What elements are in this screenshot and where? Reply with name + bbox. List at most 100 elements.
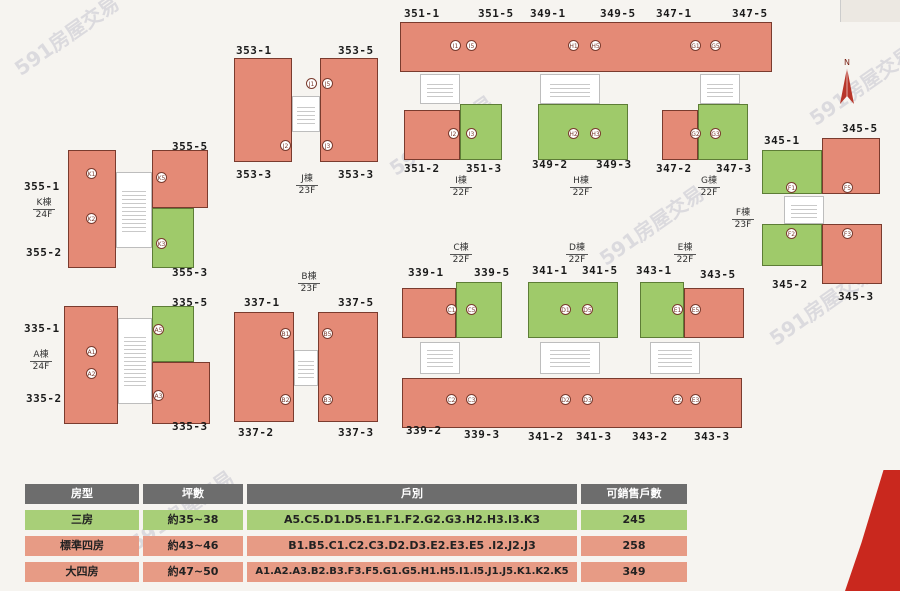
- unit-label: 349-3: [596, 158, 632, 171]
- unit-mark: B2: [280, 394, 291, 405]
- unit-label: 351-5: [478, 7, 514, 20]
- unit-mark: C5: [466, 304, 477, 315]
- unit-mark: E2: [672, 394, 683, 405]
- unit-label: 355-1: [24, 180, 60, 193]
- unit-mark: C2: [446, 394, 457, 405]
- unit-label: 335-2: [26, 392, 62, 405]
- unit-label: 355-3: [172, 266, 208, 279]
- table-row: 大四房 約47~50 A1.A2.A3.B2.B3.F3.F5.G1.G5.H1…: [25, 562, 687, 582]
- unit-mark: K1: [86, 168, 97, 179]
- unit-label: 343-3: [694, 430, 730, 443]
- unit-mark: F3: [842, 228, 853, 239]
- unit-mark: F2: [786, 228, 797, 239]
- unit-mark: J3: [322, 140, 333, 151]
- unit-mark: K2: [86, 213, 97, 224]
- unit-label: 341-3: [576, 430, 612, 443]
- table-row: 標準四房 約43~46 B1.B5.C1.C2.C3.D2.D3.E2.E3.E…: [25, 536, 687, 556]
- unit-mark: G2: [690, 128, 701, 139]
- unit-mark: B1: [280, 328, 291, 339]
- unit-mark: J5: [322, 78, 333, 89]
- unit-mark: J2: [280, 140, 291, 151]
- unit-label: 335-1: [24, 322, 60, 335]
- sellable-count: 349: [581, 562, 687, 582]
- unit-label: 343-2: [632, 430, 668, 443]
- unit-mark: H1: [568, 40, 579, 51]
- size: 約43~46: [143, 536, 243, 556]
- unit-label: 339-2: [406, 424, 442, 437]
- unit-label: 355-5: [172, 140, 208, 153]
- size: 約35~38: [143, 510, 243, 530]
- unit-label: 341-5: [582, 264, 618, 277]
- unit-label: 347-2: [656, 162, 692, 175]
- unit-label: 353-5: [338, 44, 374, 57]
- unit-mark: C1: [446, 304, 457, 315]
- unit-label: 339-5: [474, 266, 510, 279]
- unit-label: 351-3: [466, 162, 502, 175]
- unit-mark: E3: [690, 394, 701, 405]
- unit-mark: F5: [842, 182, 853, 193]
- unit-label: 335-5: [172, 296, 208, 309]
- red-corner-graphic: [845, 470, 900, 591]
- unit-label: 347-3: [716, 162, 752, 175]
- unit-mark: D2: [560, 394, 571, 405]
- room-type: 大四房: [25, 562, 139, 582]
- unit-mark: K5: [156, 172, 167, 183]
- unit-mark: E1: [672, 304, 683, 315]
- unit-label: 355-2: [26, 246, 62, 259]
- unit-label: 337-1: [244, 296, 280, 309]
- unit-mark: I1: [450, 40, 461, 51]
- watermark: 591房屋交易: [9, 0, 124, 81]
- unit-label: 335-3: [172, 420, 208, 433]
- table-row: 三房 約35~38 A5.C5.D1.D5.E1.F1.F2.G2.G3.H2.…: [25, 510, 687, 530]
- unit-label: 353-3: [236, 168, 272, 181]
- unit-mark: K3: [156, 238, 167, 249]
- size: 約47~50: [143, 562, 243, 582]
- unit-mark: I3: [466, 128, 477, 139]
- unit-label: 345-1: [764, 134, 800, 147]
- unit-label: 341-1: [532, 264, 568, 277]
- unit-mark: J1: [306, 78, 317, 89]
- unit-mark: A3: [153, 390, 164, 401]
- unit-label: 347-5: [732, 7, 768, 20]
- unit-mark: C3: [466, 394, 477, 405]
- unit-label: 353-3: [338, 168, 374, 181]
- unit-label: 337-3: [338, 426, 374, 439]
- unit-mark: I2: [448, 128, 459, 139]
- unit-label: 337-2: [238, 426, 274, 439]
- unit-mark: A5: [153, 324, 164, 335]
- compass-icon: N: [840, 58, 854, 104]
- unit-mark: A1: [86, 346, 97, 357]
- sellable-count: 258: [581, 536, 687, 556]
- unit-label: 339-1: [408, 266, 444, 279]
- unit-label: 345-5: [842, 122, 878, 135]
- unit-label: 349-5: [600, 7, 636, 20]
- unit-label: 351-1: [404, 7, 440, 20]
- corner-photo: [840, 0, 900, 22]
- table-header-cell: 房型: [25, 484, 139, 504]
- unit-label: 347-1: [656, 7, 692, 20]
- sellable-count: 245: [581, 510, 687, 530]
- room-type: 三房: [25, 510, 139, 530]
- unit-label: 343-5: [700, 268, 736, 281]
- unit-mark: D5: [582, 304, 593, 315]
- unit-label: 343-1: [636, 264, 672, 277]
- unit-mark: H5: [590, 40, 601, 51]
- unit-codes: A1.A2.A3.B2.B3.F3.F5.G1.G5.H1.H5.I1.I5.J…: [247, 562, 577, 582]
- unit-codes: B1.B5.C1.C2.C3.D2.D3.E2.E3.E5 .I2.J2.J3: [247, 536, 577, 556]
- unit-label: 339-3: [464, 428, 500, 441]
- unit-mark: I5: [466, 40, 477, 51]
- unit-label: 349-1: [530, 7, 566, 20]
- unit-mark: H2: [568, 128, 579, 139]
- unit-label: 337-5: [338, 296, 374, 309]
- unit-mark: F1: [786, 182, 797, 193]
